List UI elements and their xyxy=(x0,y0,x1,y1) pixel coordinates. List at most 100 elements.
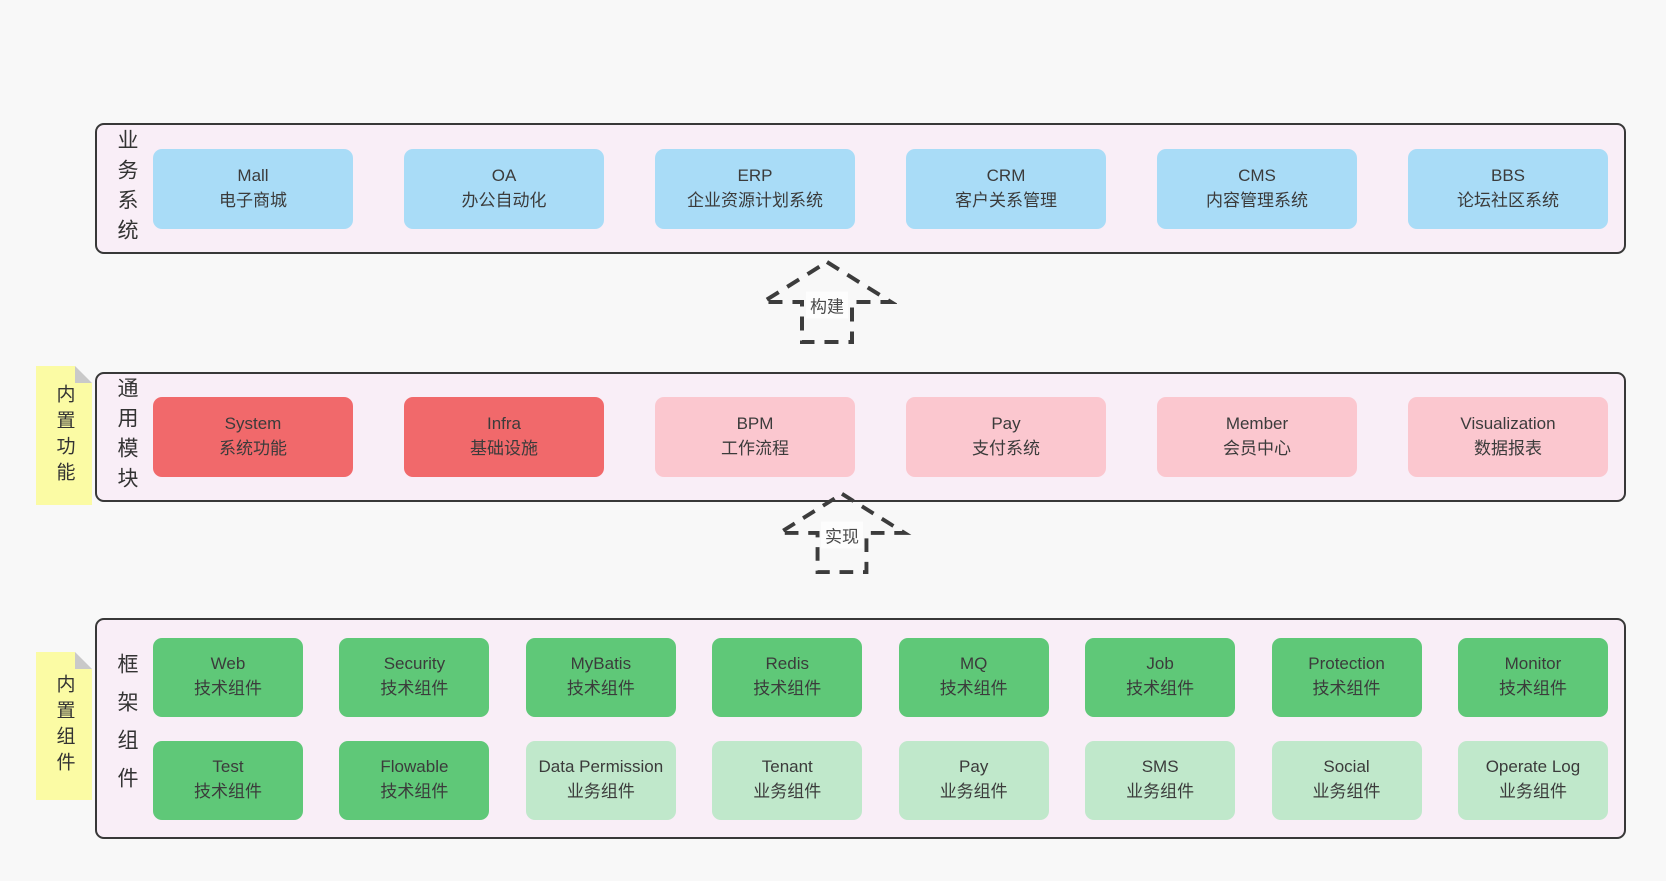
business-systems-label: 业务系统 xyxy=(115,128,138,249)
box-redis: Redis 技术组件 xyxy=(712,637,863,717)
up-arrow-dashed-icon xyxy=(757,259,897,344)
box-subtitle: 技术组件 xyxy=(194,782,262,801)
box-subtitle: 技术组件 xyxy=(1312,679,1381,698)
implement-arrow-label: 实现 xyxy=(821,521,863,549)
box-title: Pay xyxy=(991,414,1021,434)
box-subtitle: 业务组件 xyxy=(1126,782,1195,801)
box-bpm: BPM 工作流程 xyxy=(655,397,855,477)
box-pay-module: Pay 支付系统 xyxy=(906,397,1106,477)
box-subtitle: 技术组件 xyxy=(1126,679,1195,698)
box-title: Visualization xyxy=(1460,414,1556,434)
common-modules-panel: 通用模块 System 系统功能 Infra 基础设施 BPM 工作流程 Pay… xyxy=(95,372,1626,502)
box-title: Tenant xyxy=(761,757,813,777)
box-subtitle: 业务组件 xyxy=(939,782,1008,801)
box-sms: SMS 业务组件 xyxy=(1085,740,1236,820)
box-protection: Protection 技术组件 xyxy=(1271,637,1422,717)
box-cms: CMS 内容管理系统 xyxy=(1157,148,1357,229)
build-arrow-label: 构建 xyxy=(806,291,848,318)
box-subtitle: 技术组件 xyxy=(939,679,1008,698)
box-title: Mall xyxy=(237,165,269,185)
box-subtitle: 内容管理系统 xyxy=(1206,190,1308,210)
biz-components-row: Test 技术组件 Flowable 技术组件 Data Permission … xyxy=(153,740,1608,820)
box-test: Test 技术组件 xyxy=(153,740,303,820)
box-title: Web xyxy=(210,654,246,674)
box-title: Job xyxy=(1146,654,1174,674)
sticky-note-text: 内置功能 xyxy=(53,383,75,488)
box-subtitle: 业务组件 xyxy=(1498,782,1567,801)
box-subtitle: 技术组件 xyxy=(566,679,635,698)
box-subtitle: 技术组件 xyxy=(753,679,822,698)
box-subtitle: 业务组件 xyxy=(1312,782,1381,801)
box-title: OA xyxy=(491,165,517,185)
box-subtitle: 数据报表 xyxy=(1474,439,1542,458)
box-subtitle: 技术组件 xyxy=(1498,679,1567,698)
box-mybatis: MyBatis 技术组件 xyxy=(525,637,676,717)
box-title: Test xyxy=(212,757,244,777)
box-infra: Infra 基础设施 xyxy=(404,397,604,477)
implement-arrow: 实现 xyxy=(772,487,912,575)
box-subtitle: 基础设施 xyxy=(470,439,538,458)
box-visualization: Visualization 数据报表 xyxy=(1408,397,1608,477)
box-title: ERP xyxy=(737,165,773,185)
box-data-permission: Data Permission 业务组件 xyxy=(525,740,676,820)
business-systems-panel: 业务系统 Mall 电子商城 OA 办公自动化 ERP 企业资源计划系统 CRM… xyxy=(95,123,1626,254)
box-title: Protection xyxy=(1308,654,1385,674)
box-title: Operate Log xyxy=(1485,757,1581,777)
framework-components-grid: Web 技术组件 Security 技术组件 MyBatis 技术组件 Redi… xyxy=(153,637,1608,820)
box-subtitle: 支付系统 xyxy=(972,439,1040,458)
business-systems-row: Mall 电子商城 OA 办公自动化 ERP 企业资源计划系统 CRM 客户关系… xyxy=(153,148,1608,229)
box-subtitle: 电子商城 xyxy=(219,190,287,210)
box-title: Redis xyxy=(765,654,809,674)
box-system: System 系统功能 xyxy=(153,397,353,477)
box-subtitle: 系统功能 xyxy=(219,439,287,458)
box-title: Monitor xyxy=(1504,654,1562,674)
box-subtitle: 技术组件 xyxy=(194,679,262,698)
box-title: Member xyxy=(1225,414,1289,434)
box-erp: ERP 企业资源计划系统 xyxy=(655,148,855,229)
box-subtitle: 工作流程 xyxy=(721,439,789,458)
common-modules-label: 通用模块 xyxy=(115,377,138,497)
box-tenant: Tenant 业务组件 xyxy=(712,740,863,820)
box-subtitle: 技术组件 xyxy=(380,679,449,698)
box-title: MQ xyxy=(959,654,988,674)
box-subtitle: 论坛社区系统 xyxy=(1457,190,1559,210)
box-title: CRM xyxy=(986,165,1026,185)
framework-components-panel: 框架组件 Web 技术组件 Security 技术组件 MyBatis 技术组件… xyxy=(95,618,1626,839)
box-social: Social 业务组件 xyxy=(1271,740,1422,820)
common-modules-row: System 系统功能 Infra 基础设施 BPM 工作流程 Pay 支付系统… xyxy=(153,397,1608,477)
box-subtitle: 会员中心 xyxy=(1223,439,1291,458)
sticky-note-text: 内置组件 xyxy=(53,674,75,778)
box-mq: MQ 技术组件 xyxy=(898,637,1049,717)
box-title: MyBatis xyxy=(570,654,632,674)
box-title: Infra xyxy=(486,414,522,434)
up-arrow-dashed-icon xyxy=(772,491,912,575)
sticky-note-builtin-features: 内置功能 xyxy=(36,366,92,505)
box-web: Web 技术组件 xyxy=(153,637,303,717)
box-monitor: Monitor 技术组件 xyxy=(1457,637,1608,717)
box-job: Job 技术组件 xyxy=(1085,637,1236,717)
box-mall: Mall 电子商城 xyxy=(153,148,353,229)
box-security: Security 技术组件 xyxy=(339,637,490,717)
tech-components-row: Web 技术组件 Security 技术组件 MyBatis 技术组件 Redi… xyxy=(153,637,1608,717)
box-title: BBS xyxy=(1490,165,1526,185)
box-bbs: BBS 论坛社区系统 xyxy=(1408,148,1608,229)
build-arrow: 构建 xyxy=(757,255,897,345)
box-title: Data Permission xyxy=(538,757,664,777)
box-title: Pay xyxy=(959,757,989,777)
box-title: BPM xyxy=(736,414,774,434)
box-title: CMS xyxy=(1238,165,1276,185)
box-title: System xyxy=(224,414,282,434)
box-crm: CRM 客户关系管理 xyxy=(906,148,1106,229)
box-operate-log: Operate Log 业务组件 xyxy=(1457,740,1608,820)
framework-components-label: 框架组件 xyxy=(115,652,138,805)
box-subtitle: 企业资源计划系统 xyxy=(687,190,823,210)
box-title: Social xyxy=(1323,757,1370,777)
box-flowable: Flowable 技术组件 xyxy=(339,740,490,820)
box-oa: OA 办公自动化 xyxy=(404,148,604,229)
box-title: SMS xyxy=(1141,757,1179,777)
box-title: Flowable xyxy=(380,757,449,777)
box-subtitle: 办公自动化 xyxy=(461,190,547,210)
box-subtitle: 技术组件 xyxy=(380,782,449,801)
box-subtitle: 业务组件 xyxy=(566,782,635,801)
